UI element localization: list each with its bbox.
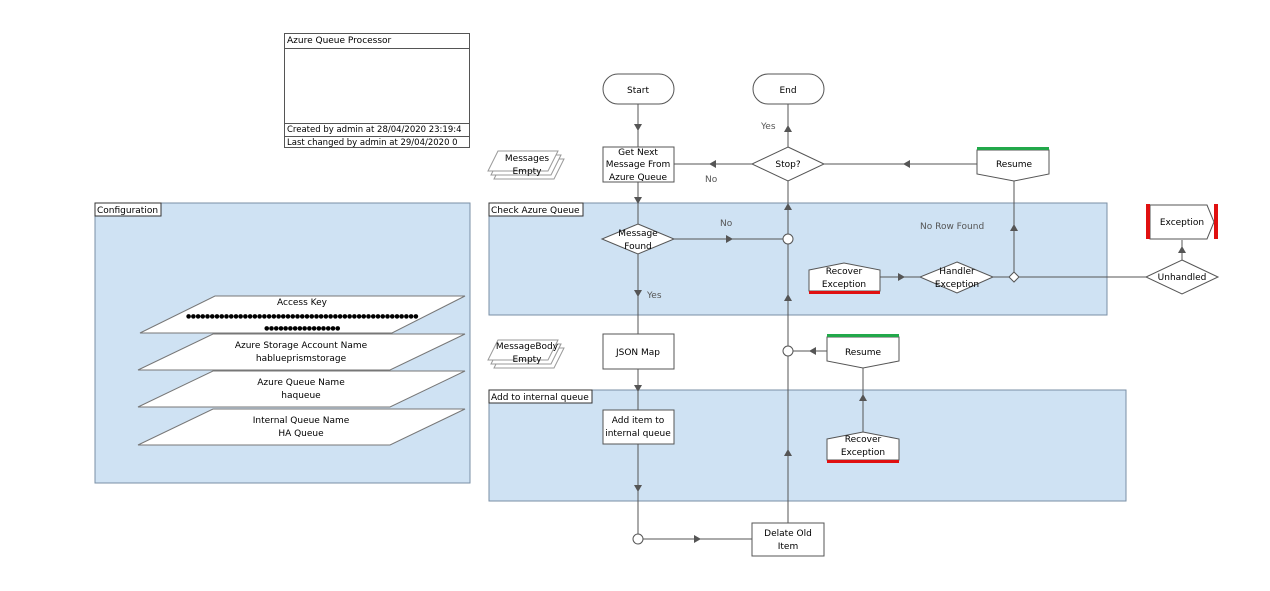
end-label: End bbox=[779, 86, 796, 96]
junction-bottom[interactable] bbox=[632, 533, 644, 545]
handler-exception-line1: Handler bbox=[939, 267, 975, 277]
exception-stage[interactable]: Exception bbox=[1146, 204, 1218, 240]
recover-top-stage[interactable]: Recover Exception bbox=[808, 262, 881, 294]
stop-decision[interactable]: Stop? bbox=[750, 146, 826, 182]
last-changed: Last changed by admin at 29/04/2020 0 bbox=[285, 136, 469, 149]
data-item-storage-account[interactable]: Azure Storage Account Name hablueprismst… bbox=[137, 333, 466, 371]
junction-diamond[interactable] bbox=[1008, 271, 1020, 283]
get-next-line2: Message From bbox=[606, 160, 671, 170]
access-key-value-2: ●●●●●●●●●●●●●●●● bbox=[264, 325, 340, 332]
json-map-action[interactable]: JSON Map bbox=[602, 333, 675, 370]
delete-old-line1: Delate Old bbox=[764, 529, 812, 539]
messages-empty-line1: Messages bbox=[505, 154, 549, 164]
arrowheads bbox=[634, 124, 1186, 543]
collection-messagebody-empty[interactable]: MessageBody Empty bbox=[487, 339, 565, 369]
message-found-line1: Message bbox=[618, 229, 658, 239]
block-check-azure-queue[interactable]: Check Azure Queue bbox=[488, 202, 1108, 316]
get-next-line3: Azure Queue bbox=[609, 173, 668, 183]
internal-queue-name: Internal Queue Name bbox=[253, 416, 350, 426]
yes-end-label: Yes bbox=[760, 122, 776, 132]
exception-label: Exception bbox=[1160, 218, 1204, 228]
data-item-internal-queue[interactable]: Internal Queue Name HA Queue bbox=[137, 408, 466, 446]
resume-top-stage[interactable]: Resume bbox=[976, 147, 1050, 182]
data-item-queue-name[interactable]: Azure Queue Name haqueue bbox=[137, 370, 466, 408]
created-by: Created by admin at 28/04/2020 23:19:4 bbox=[285, 123, 469, 136]
delete-old-line2: Item bbox=[778, 542, 799, 552]
recover-top-line1: Recover bbox=[826, 267, 863, 277]
stop-label: Stop? bbox=[775, 160, 800, 170]
messages-empty-line2: Empty bbox=[512, 167, 542, 177]
no-found-label: No bbox=[720, 219, 733, 229]
resume-mid-stage[interactable]: Resume bbox=[826, 334, 900, 369]
internal-queue-value: HA Queue bbox=[278, 429, 324, 439]
storage-account-value: hablueprismstorage bbox=[256, 354, 347, 364]
process-info-box: Azure Queue Processor Created by admin a… bbox=[284, 33, 470, 148]
process-title: Azure Queue Processor bbox=[285, 34, 469, 49]
recover-mid-stage[interactable]: Recover Exception bbox=[826, 431, 900, 463]
resume-top-label: Resume bbox=[996, 160, 1033, 170]
unhandled-label: Unhandled bbox=[1158, 273, 1207, 283]
yes-found-label: Yes bbox=[646, 291, 662, 301]
recover-mid-line2: Exception bbox=[841, 448, 885, 458]
access-key-value-1: ●●●●●●●●●●●●●●●●●●●●●●●●●●●●●●●●●●●●●●●●… bbox=[186, 313, 418, 320]
recover-mid-line1: Recover bbox=[845, 435, 882, 445]
junction-found[interactable] bbox=[782, 233, 794, 245]
unhandled-decision[interactable]: Unhandled bbox=[1144, 259, 1220, 295]
handler-exception-line2: Exception bbox=[935, 280, 979, 290]
add-item-line2: internal queue bbox=[605, 429, 671, 439]
access-key-name: Access Key bbox=[277, 298, 328, 308]
no-row-found-note: No Row Found bbox=[920, 222, 984, 232]
junction-resume[interactable] bbox=[782, 345, 794, 357]
start-label: Start bbox=[627, 86, 649, 96]
queue-name-name: Azure Queue Name bbox=[257, 378, 345, 388]
get-next-message-action[interactable]: Get Next Message From Azure Queue bbox=[602, 146, 675, 183]
recover-top-line2: Exception bbox=[822, 280, 866, 290]
block-check-azure-queue-label: Check Azure Queue bbox=[491, 206, 580, 216]
handler-exception-decision[interactable]: Handler Exception bbox=[918, 261, 995, 294]
data-item-access-key[interactable]: Access Key ●●●●●●●●●●●●●●●●●●●●●●●●●●●●●… bbox=[139, 295, 466, 334]
delete-old-item-action[interactable]: Delate Old Item bbox=[751, 522, 825, 557]
message-found-line2: Found bbox=[624, 242, 651, 252]
block-add-to-internal-queue-label: Add to internal queue bbox=[491, 393, 589, 403]
get-next-line1: Get Next bbox=[618, 148, 658, 158]
add-item-action[interactable]: Add item to internal queue bbox=[602, 409, 675, 445]
block-configuration-label: Configuration bbox=[97, 206, 158, 216]
collection-messages-empty[interactable]: Messages Empty bbox=[487, 150, 565, 180]
messagebody-empty-line2: Empty bbox=[512, 355, 542, 365]
add-item-line1: Add item to bbox=[612, 416, 665, 426]
no-stop-label: No bbox=[705, 175, 718, 185]
messagebody-empty-line1: MessageBody bbox=[496, 342, 559, 352]
storage-account-name: Azure Storage Account Name bbox=[235, 341, 368, 351]
start-node[interactable]: Start bbox=[602, 73, 675, 105]
queue-name-value: haqueue bbox=[281, 391, 321, 401]
end-node[interactable]: End bbox=[752, 73, 825, 105]
block-add-to-internal-queue[interactable]: Add to internal queue bbox=[488, 389, 1127, 502]
resume-mid-label: Resume bbox=[845, 348, 882, 358]
json-map-label: JSON Map bbox=[615, 348, 660, 358]
message-found-decision[interactable]: Message Found bbox=[600, 223, 676, 255]
